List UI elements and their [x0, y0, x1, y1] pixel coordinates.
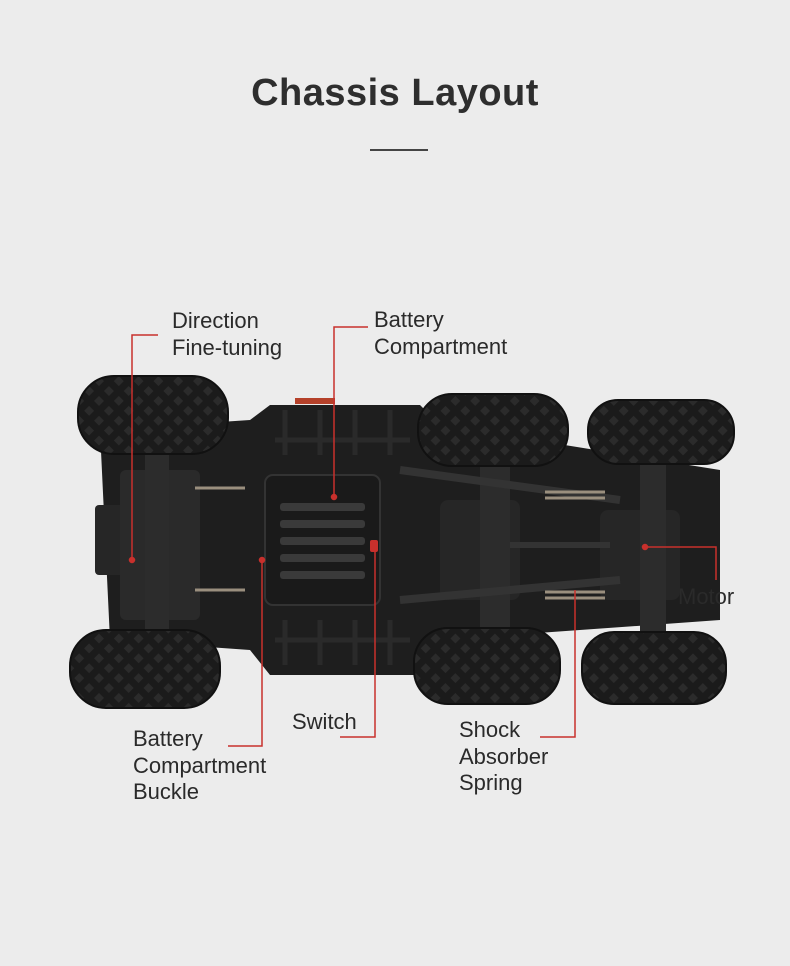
title-underline	[370, 149, 428, 151]
chassis-body	[95, 398, 720, 675]
leader-shock-absorber-spring	[540, 590, 576, 738]
callout-motor: Motor	[678, 584, 734, 611]
callout-line: Buckle	[133, 779, 200, 804]
callout-battery-compartment: Battery Compartment	[374, 307, 507, 360]
callout-line: Compartment	[374, 333, 508, 359]
callout-shock-absorber-spring: Shock Absorber Spring	[459, 717, 548, 797]
callout-line: Battery	[133, 726, 203, 751]
power-switch	[370, 540, 378, 552]
callout-line: Compartment	[133, 752, 267, 778]
callout-direction-fine-tuning: Direction Fine-tuning	[172, 308, 282, 361]
callout-line: Fine-tuning	[172, 334, 283, 360]
callout-switch: Switch	[292, 709, 357, 736]
leader-battery-compartment	[333, 326, 368, 497]
callout-battery-compartment-buckle: Battery Compartment Buckle	[133, 726, 266, 806]
callout-line: Spring	[459, 770, 523, 795]
callout-line: Absorber	[459, 743, 549, 769]
callout-leader-lines	[128, 326, 717, 747]
wheels	[69, 375, 735, 709]
callout-line: Battery	[374, 307, 444, 332]
callout-line: Shock	[459, 717, 521, 742]
leader-motor	[645, 546, 717, 580]
callout-line: Motor	[678, 584, 735, 609]
leader-switch	[340, 548, 376, 738]
page-title: Chassis Layout	[251, 72, 539, 114]
callout-line: Switch	[292, 709, 357, 734]
leader-direction-fine-tuning	[131, 334, 158, 560]
leader-battery-compartment-buckle	[228, 560, 263, 747]
callout-line: Direction	[172, 308, 259, 333]
